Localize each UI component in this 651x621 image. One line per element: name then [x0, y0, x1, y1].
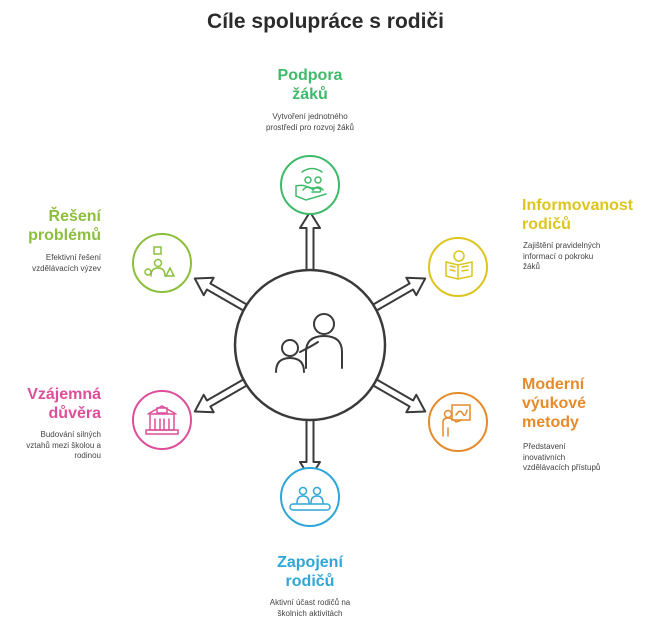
heading-line: Informovanost: [522, 197, 634, 214]
node-circle-zapojeni: [280, 467, 340, 527]
heading-line: Podpora: [277, 67, 343, 84]
desc-line: Aktivní účast rodičů na: [269, 598, 351, 607]
heading-line: Řešení: [48, 208, 101, 225]
desc-line: Budování silných: [40, 430, 101, 439]
desc-line: vztahů mezi školou a: [26, 440, 101, 450]
heading-line: rodičů: [522, 216, 571, 233]
heading-line: žáků: [292, 86, 328, 103]
desc-line: vzdělávacích výzev: [32, 263, 101, 273]
desc-line: Představení: [523, 442, 566, 451]
desc-line: Efektivní řešení: [45, 253, 101, 262]
desc-line: Zajištění pravidelných: [523, 241, 601, 250]
school-building-icon: [145, 405, 179, 435]
desc-line: žáků: [523, 262, 540, 271]
desc-podpora: Vytvoření jednotného prostředí pro rozvo…: [230, 112, 390, 133]
desc-duvera: Budování silných vztahů mezi školou a ro…: [6, 430, 101, 462]
heading-line: problémů: [28, 227, 101, 244]
diagram-title: Cíle spolupráce s rodiči: [207, 10, 444, 33]
desc-metody: Představení inovativních vzdělávacích př…: [523, 442, 648, 474]
heading-reseni: Řešení problémů: [6, 207, 101, 245]
desc-line: vzdělávacích přístupů: [523, 463, 601, 472]
center-hub: [233, 268, 387, 422]
desc-informovanost: Zajištění pravidelných informací o pokro…: [523, 241, 643, 273]
desc-line: informací o pokroku: [523, 251, 594, 261]
desc-line: inovativních: [523, 452, 566, 462]
hand-holding-people-icon: [295, 167, 327, 201]
node-circle-podpora: [280, 155, 340, 215]
heading-line: metody: [522, 414, 579, 431]
desc-zapojeni: Aktivní účast rodičů na školních aktivit…: [230, 598, 390, 619]
desc-line: rodinou: [74, 451, 101, 460]
desc-reseni: Efektivní řešení vzdělávacích výzev: [6, 253, 101, 274]
shapes-person-icon: [144, 246, 176, 277]
node-circle-duvera: [132, 390, 192, 450]
heading-line: Vzájemná: [27, 386, 101, 403]
heading-line: Zapojení: [277, 554, 343, 571]
heading-line: rodičů: [285, 573, 335, 590]
person-reading-icon: [445, 250, 473, 280]
heading-metody: Moderní výukové metody: [522, 375, 647, 432]
heading-zapojeni: Zapojení rodičů: [230, 553, 390, 591]
heading-line: Moderní: [522, 376, 585, 393]
desc-line: školních aktivitách: [277, 608, 343, 618]
people-at-table-icon: [289, 486, 331, 511]
heading-podpora: Podpora žáků: [230, 66, 390, 104]
heading-duvera: Vzájemná důvěra: [6, 385, 101, 423]
heading-line: výukové: [522, 395, 587, 412]
heading-line: důvěra: [48, 405, 101, 422]
desc-line: prostředí pro rozvoj žáků: [265, 122, 355, 132]
heading-informovanost: Informovanost rodičů: [522, 196, 647, 234]
teacher-board-icon: [442, 404, 471, 437]
desc-line: Vytvoření jednotného: [272, 112, 348, 121]
parent-child-icon: [275, 313, 343, 373]
